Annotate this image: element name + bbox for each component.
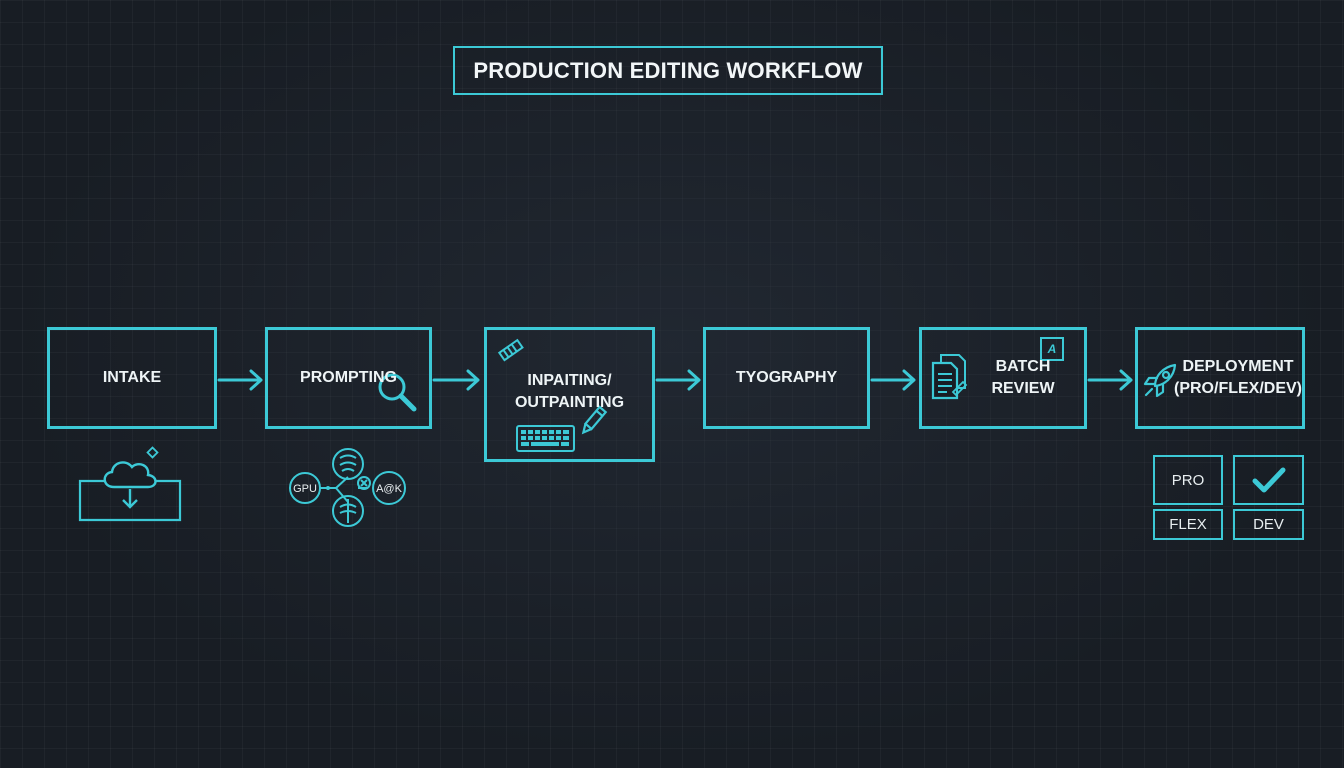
keyboard-icon: [516, 425, 575, 452]
tier-dev-label: DEV: [1253, 516, 1284, 533]
tier-pro-label: PRO: [1171, 471, 1205, 489]
tier-pro-box: PRO: [1153, 455, 1223, 505]
step-deployment-line2: (PRO/FLEX/DEV): [1174, 380, 1303, 397]
step-inpainting-label: INPAITING/ OUTPAINTING: [515, 370, 624, 413]
step-deployment: DEPLOYMENT (PRO/FLEX/DEV): [1135, 327, 1305, 429]
magnifier-icon: [378, 373, 417, 412]
step-intake: INTAKE: [47, 327, 217, 429]
step-typography-label: TYOGRAPHY: [735, 369, 838, 387]
rocket-icon: [1143, 363, 1177, 398]
diagram-title-text: PRODUCTION EDITING WORKFLOW: [473, 57, 863, 83]
arrow-batch-to-deployment: [1087, 369, 1133, 391]
pencil-icon: [581, 405, 608, 435]
step-typography: TYOGRAPHY: [703, 327, 870, 429]
step-deployment-line1: DEPLOYMENT: [1182, 358, 1294, 376]
badge-icon: A: [1040, 337, 1064, 361]
diagram-title: PRODUCTION EDITING WORKFLOW: [453, 46, 883, 95]
step-deployment-label: DEPLOYMENT (PRO/FLEX/DEV): [1174, 356, 1302, 399]
node-gpu-label: GPU: [293, 483, 317, 495]
step-inpainting-line2: OUTPAINTING: [514, 393, 625, 411]
step-batch-review-label: BATCH REVIEW: [991, 358, 1055, 397]
brush-icon: [497, 338, 524, 362]
tier-dev-box: DEV: [1233, 509, 1304, 540]
arrow-prompting-to-inpainting: [432, 369, 480, 391]
node-right-label: A@K: [376, 483, 403, 495]
document-stack-icon: [931, 354, 968, 400]
arrow-intake-to-prompting: [217, 369, 263, 391]
node-network-icon: GPU A@K: [289, 448, 406, 527]
arrow-typography-to-batch: [870, 369, 916, 391]
tier-flex-label: FLEX: [1169, 516, 1207, 533]
step-inpainting: INPAITING/ OUTPAINTING: [484, 327, 655, 462]
checkmark-icon: [1252, 467, 1285, 493]
step-intake-label: INTAKE: [102, 369, 162, 387]
step-batch-review: BATCH REVIEW: [919, 327, 1087, 429]
tier-flex-box: FLEX: [1153, 509, 1223, 540]
arrow-inpainting-to-typography: [655, 369, 701, 391]
step-prompting-label: PROMPTING: [300, 369, 397, 387]
step-prompting: PROMPTING: [265, 327, 432, 429]
cloud-upload-icon: [78, 446, 182, 522]
badge-icon-text: A: [1047, 342, 1057, 356]
tier-check-box: [1233, 455, 1304, 505]
step-inpainting-line1: INPAITING/: [527, 371, 612, 389]
